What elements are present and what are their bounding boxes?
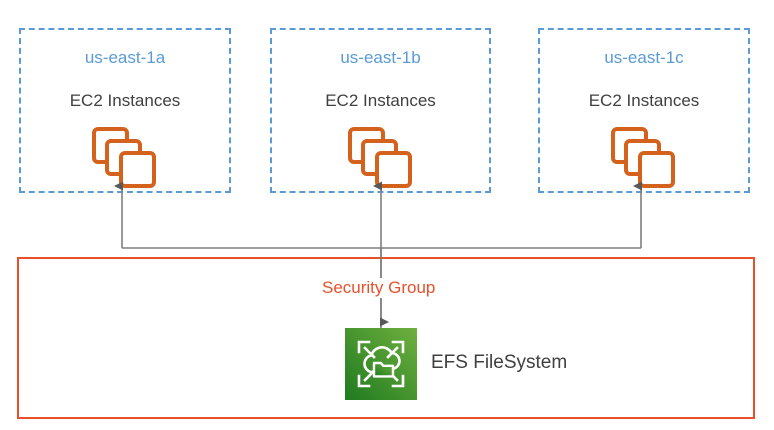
az-resource-label-us-east-1b: EC2 Instances (325, 91, 436, 110)
ec2-instances-icon (91, 126, 159, 188)
availability-zone-us-east-1c: us-east-1c EC2 Instances (538, 28, 750, 193)
efs-filesystem-label: EFS FileSystem (431, 352, 568, 373)
az-label-us-east-1b: us-east-1b (340, 48, 421, 67)
az-resource-label-us-east-1c: EC2 Instances (588, 91, 700, 110)
availability-zone-us-east-1a: us-east-1a EC2 Instances (19, 28, 231, 193)
az-label-us-east-1c: us-east-1c (604, 48, 684, 67)
efs-filesystem-icon (345, 328, 417, 400)
az-resource-label-us-east-1a: EC2 Instances (69, 91, 181, 110)
az-label-us-east-1a: us-east-1a (84, 48, 166, 67)
availability-zone-us-east-1b: us-east-1b EC2 Instances (270, 28, 491, 193)
security-group-box (17, 257, 755, 419)
security-group-label: Security Group (318, 278, 440, 298)
ec2-instances-icon (347, 126, 415, 188)
ec2-instances-icon (610, 126, 678, 188)
